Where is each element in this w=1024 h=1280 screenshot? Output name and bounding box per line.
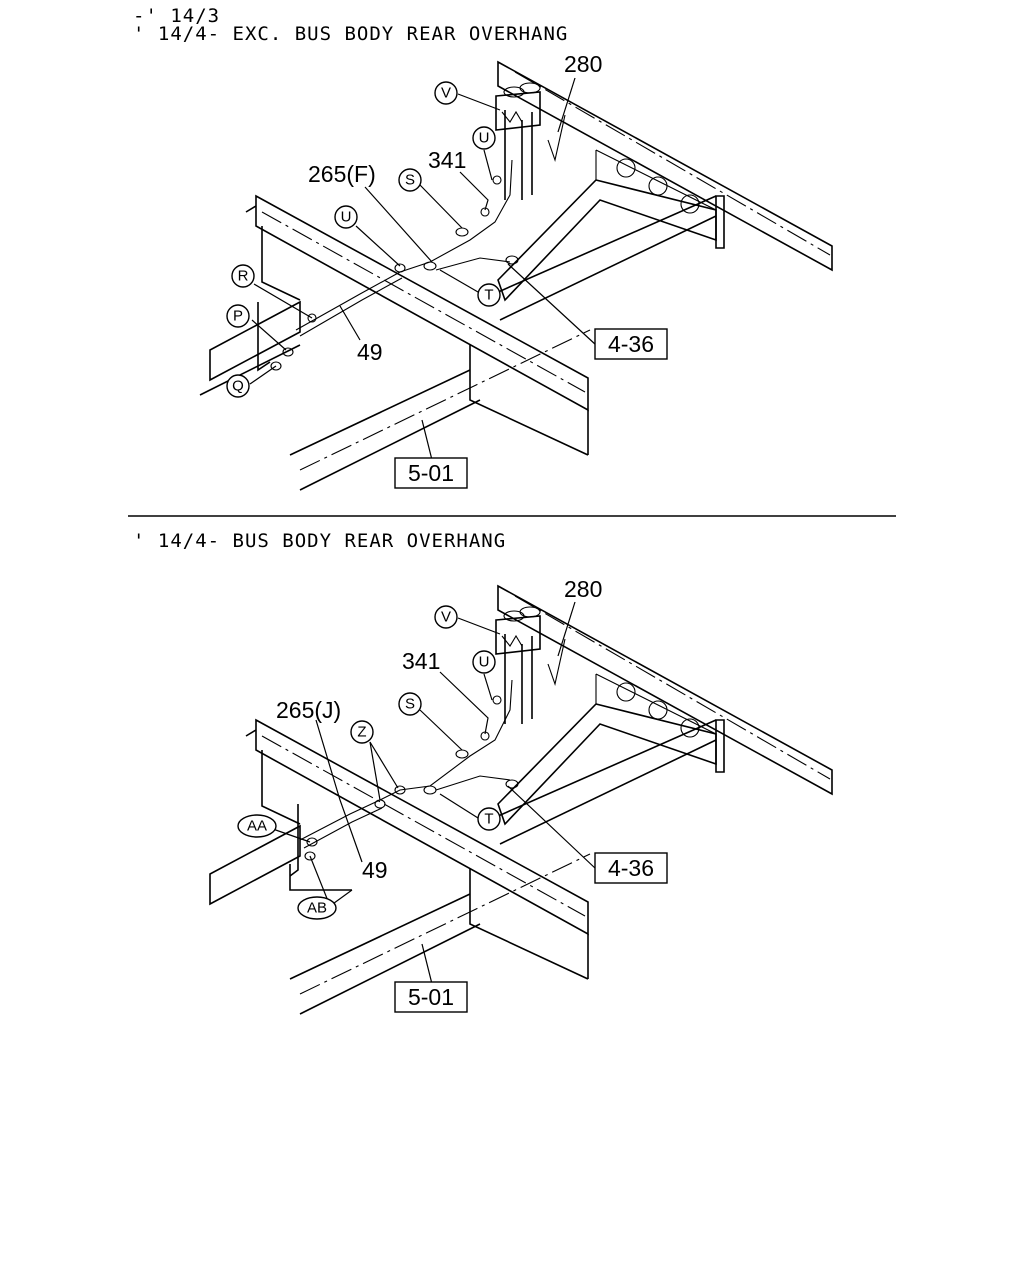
callout-circle-s: S	[398, 168, 422, 192]
callout-265: 265(J)	[276, 697, 341, 723]
ref-box-5-01[interactable]: 5-01	[394, 981, 468, 1013]
callout-circle-p: P	[226, 304, 250, 328]
ref-box-4-36[interactable]: 4-36	[594, 852, 668, 884]
svg-text:4-36: 4-36	[608, 331, 654, 357]
callout-circle-r: R	[231, 264, 255, 288]
section1-caption-line2: ' 14/4- EXC. BUS BODY REAR OVERHANG	[133, 23, 569, 45]
ref-box-4-36[interactable]: 4-36	[594, 328, 668, 360]
valve-bracket	[495, 91, 541, 131]
svg-text:5-01: 5-01	[408, 460, 454, 486]
svg-text:U: U	[341, 209, 352, 226]
callout-circle-aa: AA	[237, 814, 277, 838]
svg-text:AA: AA	[247, 818, 267, 835]
svg-text:4-36: 4-36	[608, 855, 654, 881]
svg-text:Q: Q	[232, 378, 244, 395]
callout-280: 280	[564, 576, 602, 602]
cross-member	[255, 194, 589, 412]
callout-circle-u-upper: U	[472, 126, 496, 150]
section1-caption-line1: -' 14/3	[133, 5, 221, 27]
callout-circle-s: S	[398, 692, 422, 716]
callout-49: 49	[357, 339, 383, 365]
callout-280: 280	[564, 51, 602, 77]
svg-text:V: V	[441, 85, 451, 102]
callout-circle-u: U	[472, 650, 496, 674]
brake-pipe	[295, 159, 513, 331]
callout-circle-t: T	[477, 283, 501, 307]
svg-text:R: R	[238, 268, 249, 285]
section2-diagram: 280 341 265(J) 49 V U S Z T AA AB 4-36 5…	[209, 576, 833, 1015]
side-rail-left	[209, 824, 301, 906]
callout-265: 265(F)	[308, 161, 376, 187]
callout-circle-v: V	[434, 605, 458, 629]
svg-text:U: U	[479, 130, 490, 147]
callout-circle-u-lower: U	[334, 205, 358, 229]
svg-text:5-01: 5-01	[408, 984, 454, 1010]
svg-text:S: S	[405, 696, 415, 713]
callout-circle-t: T	[477, 807, 501, 831]
callout-341: 341	[402, 648, 440, 674]
svg-text:V: V	[441, 609, 451, 626]
frame-rail-upper	[497, 60, 833, 272]
svg-text:P: P	[233, 308, 243, 325]
callout-circle-ab: AB	[297, 896, 337, 920]
svg-text:Z: Z	[357, 724, 366, 741]
callout-49: 49	[362, 857, 388, 883]
svg-text:T: T	[484, 287, 493, 304]
valve-bracket	[495, 615, 541, 655]
frame-rail-upper	[497, 584, 833, 796]
svg-text:AB: AB	[307, 900, 327, 917]
callout-circle-z: Z	[350, 720, 374, 744]
side-rail-left	[209, 300, 301, 382]
callout-circle-v: V	[434, 81, 458, 105]
ref-box-5-01[interactable]: 5-01	[394, 457, 468, 489]
section2-caption: ' 14/4- BUS BODY REAR OVERHANG	[133, 530, 507, 552]
svg-text:T: T	[484, 811, 493, 828]
svg-text:U: U	[479, 654, 490, 671]
callout-341: 341	[428, 147, 466, 173]
callout-circle-q: Q	[226, 374, 250, 398]
section1-diagram: 280 341 265(F) 49 V U S U T R P Q 4-36 5…	[199, 51, 833, 491]
svg-text:S: S	[405, 172, 415, 189]
